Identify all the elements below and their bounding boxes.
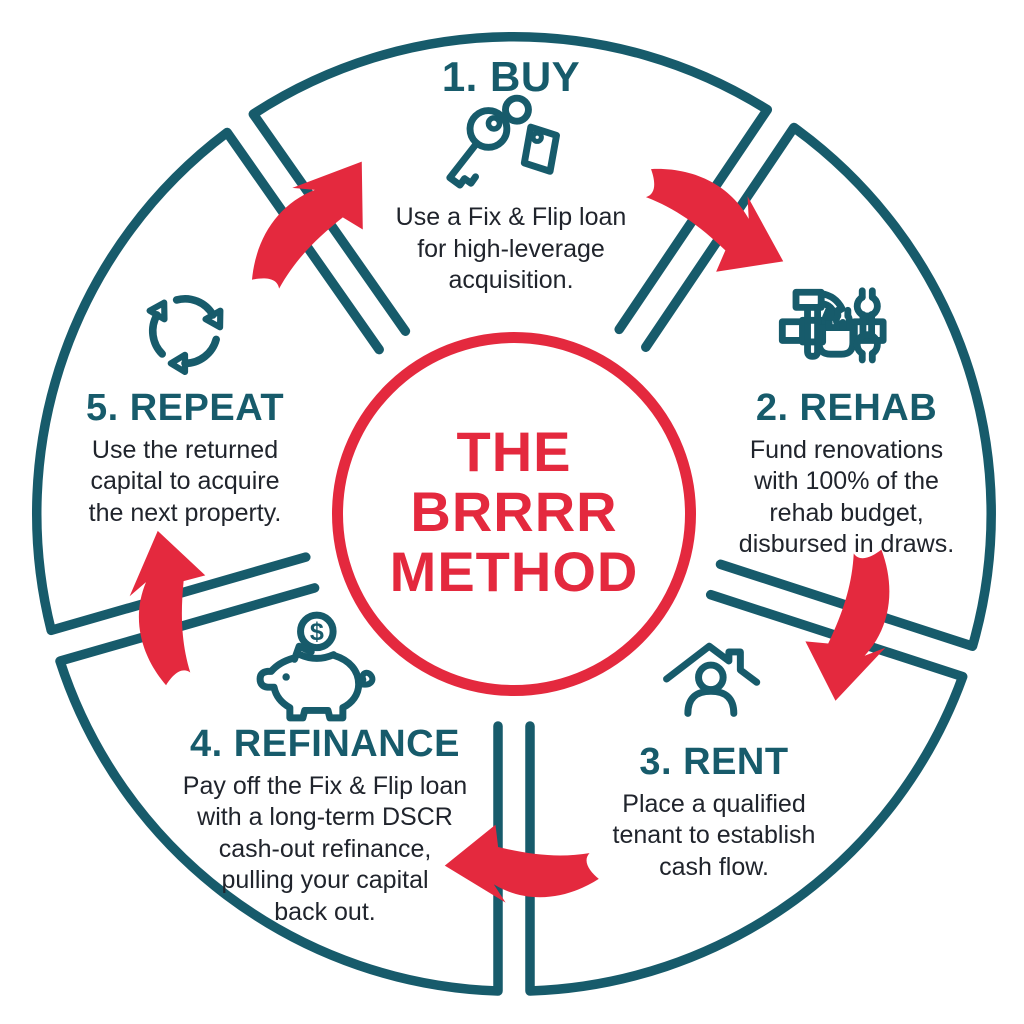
house-person-icon	[663, 642, 761, 717]
step-refinance-description: Pay off the Fix & Flip loan with a long-…	[182, 771, 468, 926]
recycle-icon	[139, 295, 224, 378]
step-refinance-heading: 4. REFINANCE	[190, 723, 460, 765]
flow-arrow-rehab-to-rent	[805, 549, 890, 701]
step-rent-description: Place a qualified tenant to establish ca…	[612, 789, 816, 881]
sector-refinance-outline	[55, 583, 503, 996]
step-repeat-description: Use the returned capital to acquire the …	[88, 435, 282, 527]
flow-arrow-buy-to-rehab	[645, 168, 784, 272]
step-rehab-description: Fund renovations with 100% of the rehab …	[738, 435, 955, 559]
sector-rehab-outline	[641, 122, 996, 651]
step-rehab-heading: 2. REHAB	[755, 387, 938, 429]
center-circle-ring: THE BRRRR METHOD	[332, 332, 696, 696]
diagram-title: THE BRRRR METHOD	[389, 420, 639, 603]
step-repeat: 5. REPEAT Use the returned capital to ac…	[27, 387, 343, 529]
sector-buy-outline	[248, 31, 773, 336]
step-repeat-heading: 5. REPEAT	[85, 387, 285, 429]
step-buy: 1. BUY Use a Fix & Flip loan for high-le…	[311, 53, 711, 297]
flow-arrow-refinance-to-repeat	[129, 530, 206, 686]
piggy-bank-icon: $	[256, 611, 376, 722]
step-rent-heading: 3. RENT	[639, 741, 789, 783]
step-buy-description: Use a Fix & Flip loan for high-leverage …	[395, 203, 627, 295]
step-buy-heading: 1. BUY	[441, 53, 581, 100]
step-rehab: 2. REHAB Fund renovations with 100% of t…	[689, 387, 1004, 561]
flow-arrow-repeat-to-buy	[251, 161, 363, 289]
sector-rent-outline	[525, 589, 968, 996]
key-icon	[446, 94, 560, 189]
sector-repeat-outline	[32, 127, 384, 636]
coin-dollar-glyph: $	[310, 618, 324, 646]
step-rent: 3. RENT Place a qualified tenant to esta…	[559, 741, 869, 883]
step-refinance: 4. REFINANCE Pay off the Fix & Flip loan…	[135, 723, 515, 928]
flow-arrow-rent-to-refinance	[444, 824, 599, 903]
sector-outlines	[32, 31, 996, 996]
flow-arrows	[129, 161, 890, 903]
tools-icon	[778, 287, 887, 364]
